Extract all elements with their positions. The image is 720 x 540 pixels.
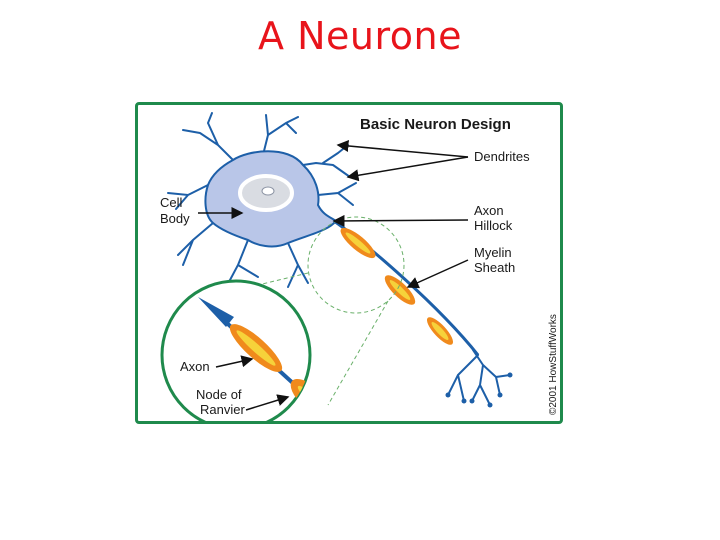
magnified-inset (160, 279, 312, 421)
label-dendrites: Dendrites (474, 149, 530, 164)
label-myelin-sheath-2: Sheath (474, 260, 515, 275)
nucleolus (261, 186, 275, 196)
terminal-buttons (445, 372, 513, 408)
label-axon: Axon (180, 359, 210, 374)
slide-title: A Neurone (258, 14, 462, 58)
label-cell-body-2: Body (160, 211, 190, 226)
dendrites (167, 112, 357, 288)
copyright-text: ©2001 HowStuffWorks (548, 314, 559, 415)
zoom-circle (307, 216, 405, 314)
neuron-illustration: Basic Neuron Design (160, 112, 559, 421)
myelin-segments (340, 227, 454, 345)
label-cell-body-1: Cell (160, 195, 183, 210)
label-myelin-sheath-1: Myelin (474, 245, 512, 260)
diagram-heading: Basic Neuron Design (360, 116, 511, 133)
label-node-of-ranvier-1: Node of (196, 387, 242, 402)
label-arrows (198, 139, 469, 411)
axon-terminals (447, 349, 511, 406)
label-node-of-ranvier-2: Ranvier (200, 402, 245, 417)
label-axon-hillock-1: Axon (474, 203, 504, 218)
neuron-diagram: Basic Neuron Design (135, 102, 563, 424)
label-axon-hillock-2: Hillock (474, 218, 513, 233)
